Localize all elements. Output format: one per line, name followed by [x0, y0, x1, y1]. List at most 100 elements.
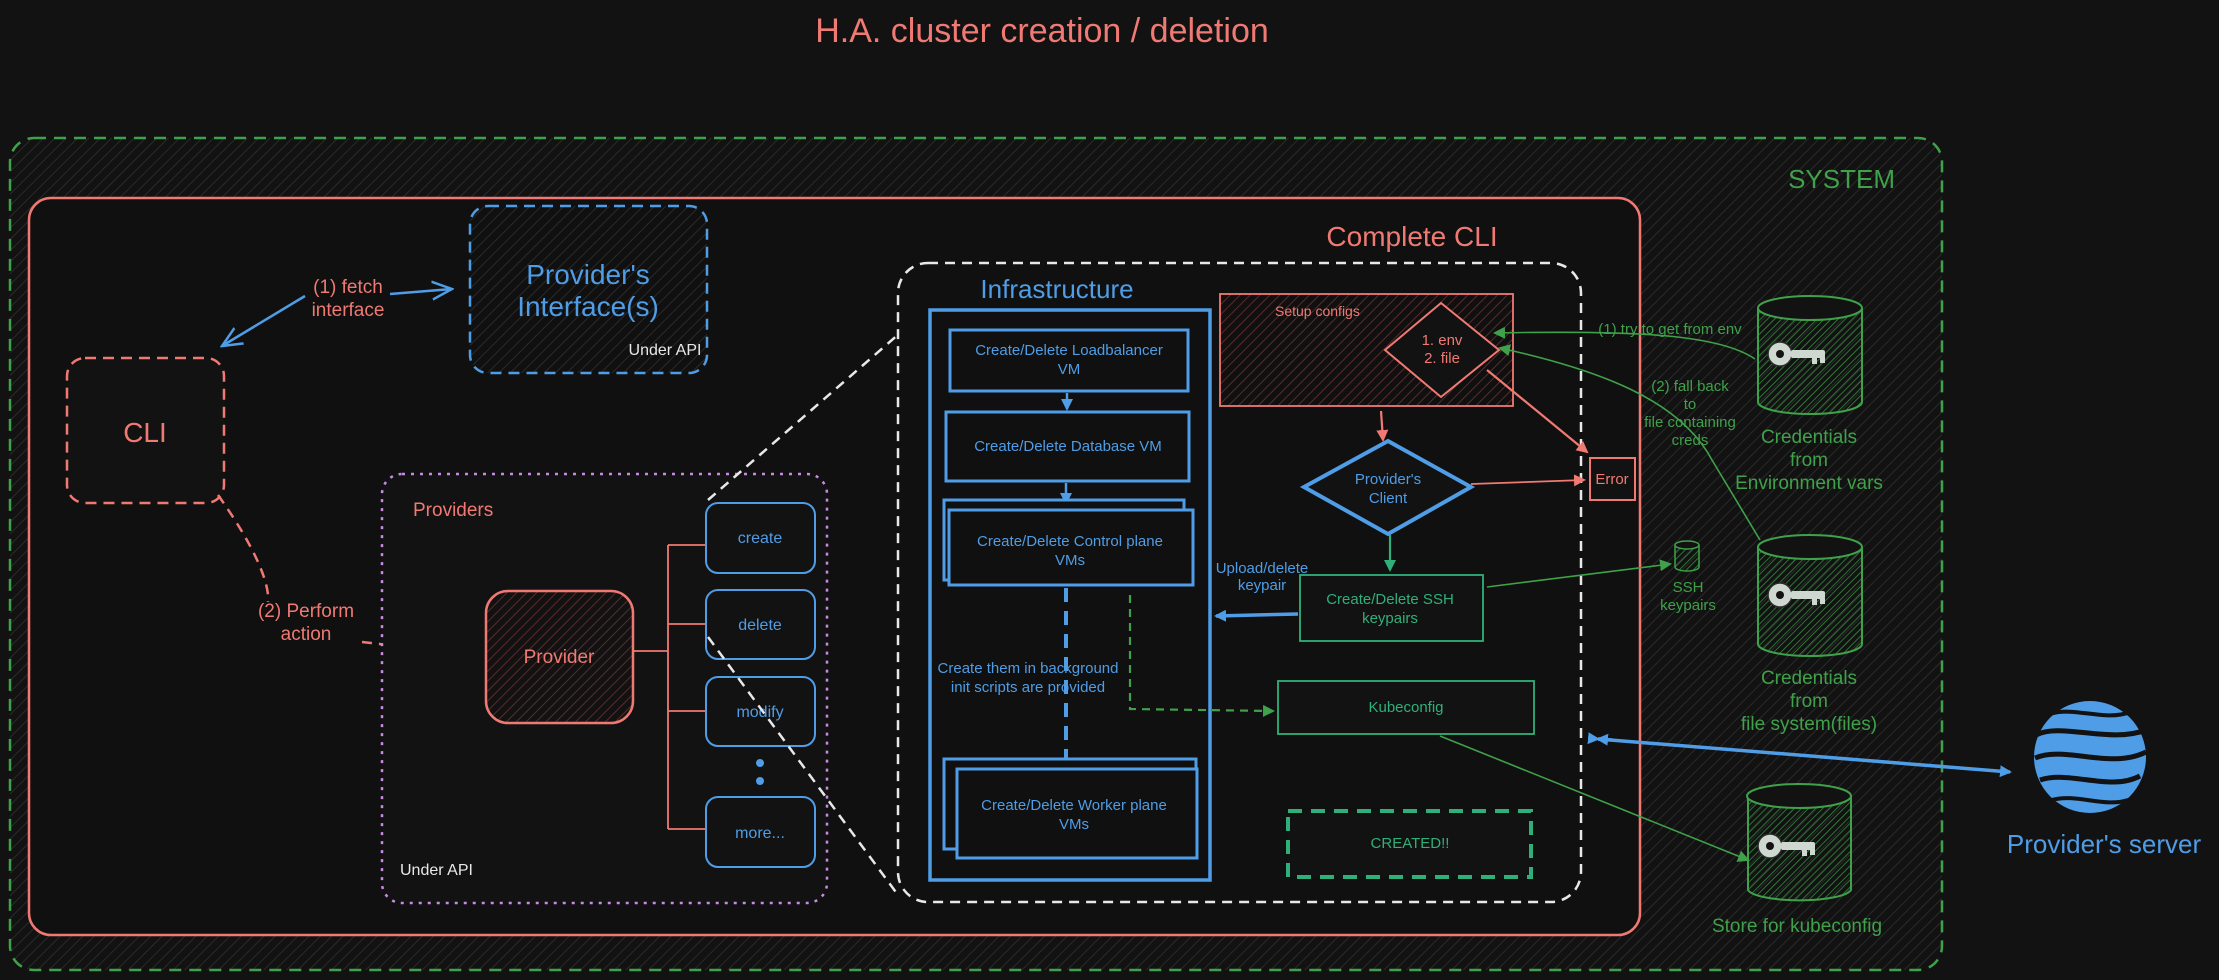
svg-text:delete: delete: [738, 617, 782, 634]
created-box: [1286, 809, 1533, 879]
setup-configs-box: [1219, 293, 1514, 407]
svg-text:create: create: [738, 530, 783, 547]
providers-label: Providers: [413, 500, 493, 521]
credentials-env-line3: Environment vars: [1735, 473, 1883, 494]
fallback-line1: (2) fall back: [1651, 378, 1729, 395]
server-link-arrow-start: [1596, 733, 1613, 746]
action-delete: delete: [705, 589, 816, 660]
kubeconfig-to-store-arrow: [1439, 735, 1750, 862]
control-plane-line1: Create/Delete Control plane: [977, 533, 1163, 550]
credentials-env-line2: from: [1790, 450, 1828, 471]
created-label: CREATED!!: [1371, 835, 1450, 852]
action-modify: modify: [705, 676, 816, 747]
key-icon: [1767, 582, 1825, 608]
provider-interface-box: [468, 204, 709, 375]
ssh-to-store-arrow: [1486, 559, 1672, 588]
kubeconfig-box: [1277, 680, 1535, 735]
fetch-interface-arrow-tail: [222, 294, 306, 346]
provider-node: [484, 589, 635, 725]
config-option-file: 2. file: [1424, 350, 1460, 367]
svg-text:more...: more...: [735, 825, 785, 842]
provider-interface-label-line1: Provider's: [526, 259, 650, 290]
control-to-kubeconfig-arrow: [1128, 595, 1275, 717]
loadbalancer-vm-line1: Create/Delete Loadbalancer: [975, 342, 1163, 359]
server-link-arrow: [1587, 732, 2012, 778]
error-label: Error: [1595, 471, 1628, 488]
fallback-arrow: [1498, 344, 1761, 541]
fetch-interface-arrow: [389, 289, 452, 294]
zoom-line-bottom: [706, 636, 900, 896]
cli-box: [65, 356, 226, 505]
try-env-label: (1) try to get from env: [1598, 321, 1742, 338]
kubeconfig-store-label: Store for kubeconfig: [1712, 916, 1882, 937]
provider-client-decision: [1299, 438, 1476, 537]
control-plane-line2: VMs: [1055, 552, 1085, 569]
provider-interface-label-line2: Interface(s): [517, 291, 659, 322]
background-note-line2: init scripts are provided: [951, 679, 1105, 696]
database-vm-box: [944, 410, 1191, 483]
loadbalancer-vm-line2: VM: [1058, 361, 1081, 378]
zoom-line-top: [707, 332, 901, 501]
worker-plane-line1: Create/Delete Worker plane: [981, 797, 1167, 814]
complete-cli-label: Complete CLI: [1326, 221, 1497, 252]
upload-keypair-line2: keypair: [1238, 577, 1286, 594]
config-source-decision: [1383, 301, 1501, 399]
fetch-label-line2: interface: [312, 300, 385, 321]
credentials-fs-line3: file system(files): [1741, 714, 1877, 735]
provider-server-label: Provider's server: [2007, 829, 2202, 859]
kubeconfig-label: Kubeconfig: [1368, 699, 1443, 716]
control-plane-box: [947, 508, 1195, 587]
database-vm-label: Create/Delete Database VM: [974, 438, 1162, 455]
vertical-dots-icon: [756, 759, 764, 785]
config-option-env: 1. env: [1422, 332, 1463, 349]
fallback-line4: creds: [1672, 432, 1709, 449]
credentials-env-store: [1757, 295, 1863, 415]
providers-sublabel: Under API: [400, 862, 473, 879]
ssh-create-box: [1299, 574, 1484, 642]
ssh-keypair-store: [1674, 540, 1700, 572]
client-to-error-arrow: [1470, 474, 1586, 487]
upload-keypair-line1: Upload/delete: [1216, 560, 1309, 577]
credentials-fs-line1: Credentials: [1761, 668, 1857, 689]
try-env-arrow: [1493, 326, 1756, 360]
infrastructure-label: Infrastructure: [980, 274, 1133, 304]
credentials-fs-store: [1757, 534, 1863, 657]
fallback-line3: file containing: [1644, 414, 1736, 431]
ssh-create-line2: keypairs: [1362, 610, 1418, 627]
ssh-create-line1: Create/Delete SSH: [1326, 591, 1454, 608]
perform-label-line1: (2) Perform: [258, 601, 354, 622]
system-label: SYSTEM: [1788, 164, 1895, 194]
config-to-error-arrow: [1486, 369, 1589, 454]
background-note-line1: Create them in background: [938, 660, 1119, 677]
action-more: more...: [705, 796, 816, 868]
provider-interface-sublabel: Under API: [629, 342, 702, 359]
worker-plane-box: [955, 767, 1199, 860]
perform-label-line2: action: [281, 624, 332, 645]
diagram-title: H.A. cluster creation / deletion: [815, 12, 1269, 50]
loadbalancer-vm-box: [948, 328, 1190, 393]
globe-icon: [2034, 701, 2148, 813]
infrastructure-box: [928, 308, 1212, 882]
ssh-store-line2: keypairs: [1660, 597, 1716, 614]
credentials-env-line1: Credentials: [1761, 427, 1857, 448]
action-create: create: [705, 502, 816, 574]
provider-node-label: Provider: [524, 647, 595, 668]
key-icon: [1757, 833, 1815, 859]
fallback-line2: to: [1684, 396, 1697, 413]
perform-action-edge: [216, 494, 270, 603]
upload-keypair-arrow: [1214, 609, 1299, 622]
credentials-fs-line2: from: [1790, 691, 1828, 712]
key-icon: [1767, 341, 1825, 367]
setup-to-client-arrow: [1376, 410, 1389, 442]
provider-client-line1: Provider's: [1355, 471, 1421, 488]
setup-configs-label: Setup configs: [1275, 303, 1360, 319]
provider-client-line2: Client: [1369, 490, 1408, 507]
ssh-store-line1: SSH: [1673, 579, 1704, 596]
cli-label: CLI: [123, 417, 167, 448]
worker-plane-line2: VMs: [1059, 816, 1089, 833]
svg-text:modify: modify: [736, 704, 783, 721]
error-box: [1589, 457, 1636, 501]
provider-tree-connector: [633, 544, 706, 830]
fetch-label-line1: (1) fetch: [313, 277, 383, 298]
